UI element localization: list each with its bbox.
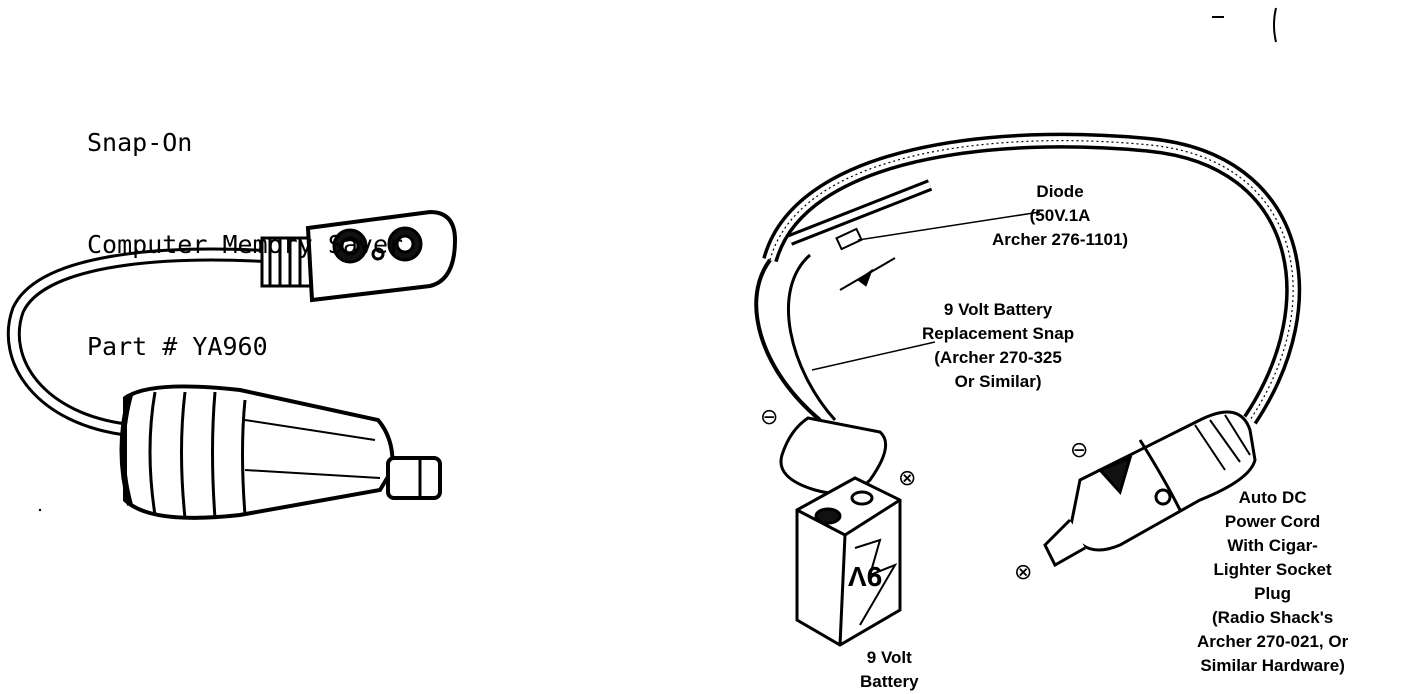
- title-line-3: Part # YA960: [87, 332, 268, 361]
- nine-volt-battery: [795, 476, 902, 647]
- diode-label: Diode (50V.1A Archer 276-1101): [992, 182, 1129, 249]
- snap-on-memory-saver-drawing: [6, 209, 458, 520]
- replacement-snap: [779, 416, 888, 495]
- title-line-2: Computer Memory Saver: [87, 230, 404, 259]
- replacement-snap-label: 9 Volt Battery Replacement Snap (Archer …: [922, 300, 1075, 391]
- negative-symbol-snap: ⊖: [760, 405, 779, 430]
- title-line-1: Snap-On: [87, 128, 193, 157]
- snap-wire-1: [754, 258, 822, 422]
- product-title: Snap-On Computer Memory Saver Part # YA9…: [87, 58, 403, 398]
- homemade-saver-drawing: [754, 132, 1301, 647]
- diode-component: [835, 227, 863, 251]
- positive-symbol-battery: ⊗: [898, 466, 917, 491]
- lighter-plug-tip: [386, 456, 442, 500]
- snap-wire-2: [787, 253, 837, 422]
- positive-symbol-plug: ⊗: [1014, 560, 1033, 585]
- snap-leader: [811, 341, 936, 371]
- power-cord-label: Auto DC Power Cord With Cigar- Lighter S…: [1197, 488, 1349, 675]
- lighter-plug-body: [123, 384, 395, 520]
- cigar-lighter-plug: [1043, 410, 1257, 568]
- battery-print: 9V: [848, 561, 883, 592]
- battery-label: 9 Volt Battery: [860, 648, 919, 691]
- negative-symbol-plug: ⊖: [1070, 438, 1089, 463]
- diode-leader: [857, 211, 1041, 241]
